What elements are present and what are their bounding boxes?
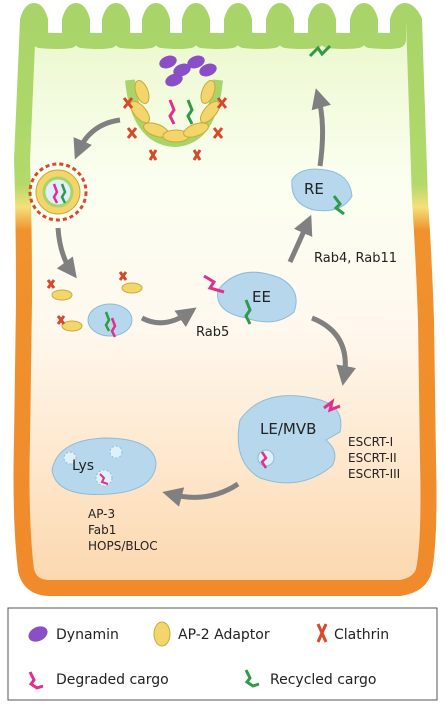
escrt3-label: ESCRT-III <box>348 467 400 481</box>
arrow-re-to-membrane <box>311 88 331 167</box>
legend-ap2-label: AP-2 Adaptor <box>178 627 270 643</box>
late-endosome-mvb <box>237 395 342 484</box>
escrt2-label: ESCRT-II <box>348 451 397 465</box>
degraded-cargo-icon <box>28 671 44 690</box>
clathrin-icon <box>316 623 328 643</box>
pathway-arrows <box>55 88 356 507</box>
arrow-to-ee <box>140 307 197 328</box>
ee-label: EE <box>252 288 271 306</box>
recycled-cargo-exit <box>308 44 332 58</box>
dynamin-icon <box>28 626 48 642</box>
rab5-label: Rab5 <box>196 325 229 340</box>
legend-recycled-label: Recycled cargo <box>270 672 376 688</box>
hops-bloc-label: HOPS/BLOC <box>88 539 158 553</box>
re-label: RE <box>304 180 324 198</box>
recycled-cargo-icon <box>244 669 260 688</box>
legend: Dynamin AP-2 Adaptor Clathrin Degraded c… <box>7 607 438 701</box>
uncoated-vesicle <box>46 271 143 338</box>
clathrin-coated-vesicle <box>28 162 88 222</box>
arrow-vesicle-down <box>55 227 77 279</box>
legend-item-clathrin: Clathrin <box>316 623 389 643</box>
legend-item-degraded-cargo: Degraded cargo <box>28 671 169 690</box>
rab4-rab11-label: Rab4, Rab11 <box>314 251 397 266</box>
ap2-adaptor-icon <box>153 621 171 647</box>
ap3-label: AP-3 <box>88 507 115 521</box>
lys-label: Lys <box>72 458 94 474</box>
legend-clathrin-label: Clathrin <box>334 627 389 643</box>
recycling-endosome <box>291 168 353 216</box>
legend-item-recycled-cargo: Recycled cargo <box>244 669 376 688</box>
arrow-pit-to-vesicle <box>73 117 121 160</box>
escrt1-label: ESCRT-I <box>348 435 393 449</box>
early-endosome <box>203 271 297 325</box>
fab1-label: Fab1 <box>88 523 116 537</box>
arrow-ee-to-mvb <box>311 315 356 386</box>
legend-dynamin-label: Dynamin <box>56 627 119 643</box>
legend-box <box>7 607 438 701</box>
legend-item-ap2: AP-2 Adaptor <box>153 621 270 647</box>
legend-degraded-label: Degraded cargo <box>56 672 169 688</box>
le-mvb-label: LE/MVB <box>260 420 316 438</box>
arrow-mvb-to-lys <box>162 481 240 507</box>
legend-item-dynamin: Dynamin <box>28 626 119 643</box>
coated-pit <box>122 55 228 161</box>
lysosome <box>51 437 157 495</box>
arrow-ee-to-re <box>287 214 313 264</box>
